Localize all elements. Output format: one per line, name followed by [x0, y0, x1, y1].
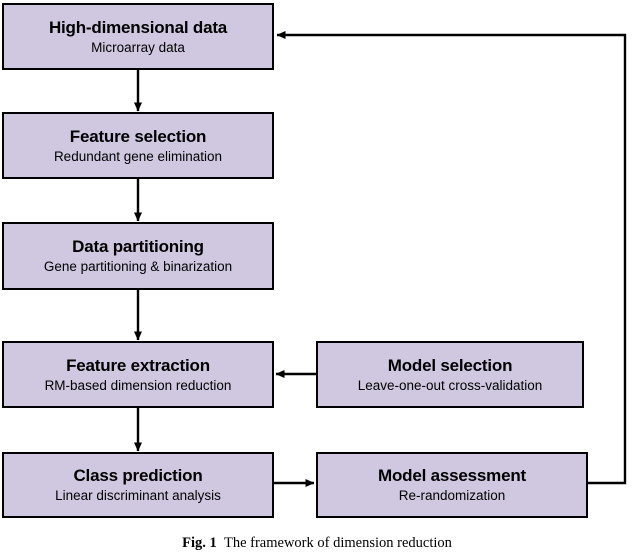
node-class-prediction[interactable]: Class prediction Linear discriminant ana… [2, 452, 274, 518]
node-subtitle: Microarray data [91, 39, 185, 55]
node-subtitle: Redundant gene elimination [53, 148, 223, 164]
node-feature-extraction[interactable]: Feature extraction RM-based dimension re… [2, 341, 274, 408]
node-high-dimensional-data[interactable]: High-dimensional data Microarray data [2, 3, 274, 70]
node-title: Model assessment [378, 466, 526, 485]
figure-caption-label: Fig. 1 [182, 535, 217, 551]
node-title: Class prediction [73, 466, 203, 485]
node-data-partitioning[interactable]: Data partitioning Gene partitioning & bi… [2, 222, 274, 290]
node-title: Model selection [387, 355, 513, 375]
node-subtitle: Re-randomization [398, 488, 506, 503]
node-title: Feature selection [69, 126, 207, 146]
node-subtitle: RM-based dimension reduction [44, 377, 232, 393]
node-subtitle: Leave-one-out cross-validation [357, 377, 543, 393]
node-title: Feature extraction [66, 355, 210, 375]
figure-caption-text: The framework of dimension reduction [223, 535, 452, 551]
node-model-selection[interactable]: Model selection Leave-one-out cross-vali… [316, 341, 584, 408]
edge-model-assessment-feedback-loop [276, 31, 627, 485]
node-title: High-dimensional data [48, 17, 228, 37]
node-model-assessment[interactable]: Model assessment Re-randomization [316, 452, 588, 518]
node-subtitle: Linear discriminant analysis [55, 488, 221, 503]
node-subtitle: Gene partitioning & binarization [43, 259, 233, 274]
node-feature-selection[interactable]: Feature selection Redundant gene elimina… [2, 112, 274, 179]
figure-caption: Fig. 1 The framework of dimension reduct… [0, 535, 634, 554]
node-title: Data partitioning [72, 237, 204, 256]
